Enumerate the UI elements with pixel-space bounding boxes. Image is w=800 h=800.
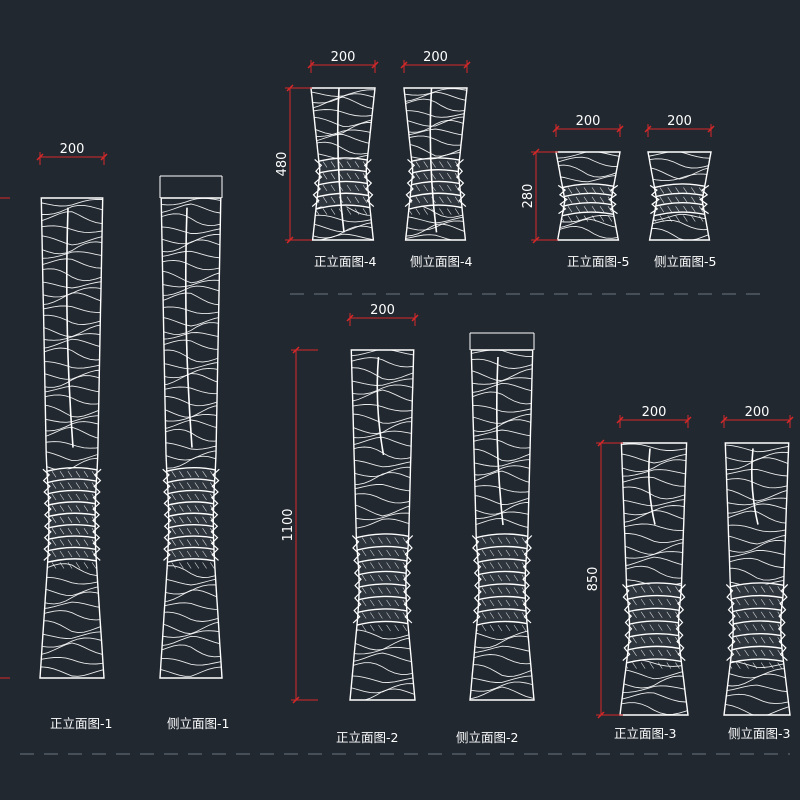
view-label: 正立面图-1 <box>50 716 112 731</box>
width-label: 200 <box>667 114 692 129</box>
view-label: 侧立面图-1 <box>167 716 229 731</box>
pillar-p4-side: 200 侧立面图-4 <box>400 50 473 269</box>
view-label: 侧立面图-3 <box>728 726 790 741</box>
height-dimension: 480 <box>275 84 312 244</box>
crack-line <box>750 448 759 525</box>
width-label: 200 <box>642 405 667 420</box>
width-label: 200 <box>423 50 448 65</box>
width-dimension: 200 <box>307 50 379 73</box>
view-label: 侧立面图-2 <box>456 730 518 745</box>
view-label: 侧立面图-5 <box>654 254 716 269</box>
height-label: 480 <box>275 152 290 177</box>
pillar-outline <box>310 87 376 241</box>
wood-grain <box>648 152 711 240</box>
pillar-outline <box>555 151 621 241</box>
height-label: 850 <box>586 567 601 592</box>
crack-line <box>429 87 438 233</box>
width-dimension: 200 <box>720 405 794 428</box>
wood-grain <box>40 198 104 677</box>
height-dimension: 1100 <box>281 346 318 704</box>
top-bracket <box>159 175 223 198</box>
pillar-outline <box>403 87 468 241</box>
crack-line <box>336 87 345 233</box>
width-dimension: 200 <box>552 114 624 137</box>
width-label: 200 <box>331 50 356 65</box>
height-label: 1100 <box>281 508 296 541</box>
pillar-p3-side: 200 侧立面图-3 <box>720 405 794 741</box>
view-label: 正立面图-4 <box>314 254 377 269</box>
pillar-outline <box>159 197 223 679</box>
height-label: 280 <box>521 184 536 209</box>
left-edge-dimension <box>0 197 10 679</box>
pillar-outline <box>723 442 791 716</box>
width-label: 200 <box>370 303 395 318</box>
crack-line <box>376 356 385 456</box>
wood-grain <box>470 350 534 700</box>
crack-line <box>495 356 504 526</box>
crack-line <box>184 207 193 448</box>
width-dimension: 200 <box>36 142 108 165</box>
pillar-outline <box>619 442 689 716</box>
pillar-outline <box>39 197 105 679</box>
pillar-outline <box>349 349 416 701</box>
wood-grain <box>556 152 620 239</box>
width-dimension: 200 <box>400 50 471 73</box>
pillar-outline <box>647 151 712 241</box>
wood-grain <box>350 350 415 700</box>
pillar-outline <box>469 349 535 701</box>
height-dimension: 280 <box>521 148 558 244</box>
crack-line <box>647 448 656 525</box>
height-dimension: 850 <box>586 439 623 719</box>
wood-grain <box>311 89 375 240</box>
view-label: 正立面图-3 <box>614 726 676 741</box>
separator-lines <box>20 293 790 755</box>
pillar-p1-front: 200 正立面图-1 <box>36 142 112 731</box>
twisted-section <box>404 157 467 215</box>
pillar-group: 200 正立面图-1 侧立面图-1 200 1100 正立面图-2 侧立面图-2 200 850… <box>0 50 794 745</box>
width-label: 200 <box>60 142 85 157</box>
view-label: 侧立面图-4 <box>410 254 473 269</box>
wood-grain <box>724 444 790 715</box>
crack-line <box>65 207 74 448</box>
width-dimension: 200 <box>346 303 419 326</box>
width-label: 200 <box>745 405 770 420</box>
view-label: 正立面图-5 <box>567 254 629 269</box>
view-label: 正立面图-2 <box>336 730 398 745</box>
width-dimension: 200 <box>644 114 715 137</box>
width-dimension: 200 <box>616 405 692 428</box>
width-label: 200 <box>576 114 601 129</box>
top-bracket <box>469 332 535 350</box>
